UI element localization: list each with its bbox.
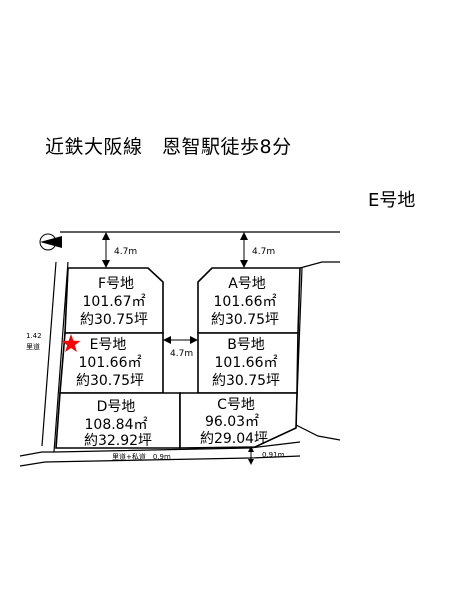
lot-f-boundary — [64, 267, 164, 334]
dimension-arrow-top-left — [102, 232, 110, 268]
lot-d-area: 108.84㎡ — [85, 417, 148, 433]
dimension-arrow-middle — [163, 336, 198, 344]
lot-f-label: F号地 101.67㎡ 約30.75坪 — [80, 276, 148, 328]
lot-c-label: C号地 96.03㎡ 約29.04坪 — [200, 397, 268, 447]
dimension-arrow-top-right — [240, 232, 248, 268]
lot-b-name: B号地 — [227, 337, 265, 353]
right-boundary — [295, 261, 341, 441]
bottom-road-label: 里道+私道 0.9m — [112, 452, 171, 461]
lot-d-label: D号地 108.84㎡ 約32.92坪 — [84, 399, 152, 449]
lot-a-label: A号地 101.66㎡ 約30.75坪 — [211, 276, 279, 328]
dimension-arrow-bottom-right — [248, 446, 254, 465]
side-road-name-label: 里道 — [26, 342, 40, 351]
lot-e-label: E号地 101.66㎡ 約30.75坪 — [76, 337, 144, 389]
side-road — [41, 261, 69, 453]
lot-a-tsubo: 約30.75坪 — [211, 312, 279, 328]
lot-d-name: D号地 — [97, 399, 136, 415]
bottom-road — [19, 441, 301, 467]
lot-label: E号地 — [368, 190, 416, 211]
lot-c-area: 96.03㎡ — [205, 414, 259, 430]
star-marker-icon — [61, 334, 81, 352]
lot-b-area: 101.66㎡ — [215, 355, 278, 371]
lot-b-tsubo: 約30.75坪 — [212, 373, 280, 389]
dimension-label-bottom-right: 0.91m — [262, 451, 285, 459]
lot-f-tsubo: 約30.75坪 — [80, 312, 148, 328]
dimension-label-top-left: 4.7m — [114, 247, 137, 257]
dimension-label-middle: 4.7m — [170, 349, 193, 359]
lot-f-name: F号地 — [98, 276, 134, 292]
lot-f-area: 101.67㎡ — [83, 294, 146, 310]
dimension-label-top-right: 4.7m — [252, 247, 275, 257]
lot-a-area: 101.66㎡ — [214, 294, 277, 310]
side-road-width-label: 1.42 — [26, 332, 42, 340]
compass-icon — [39, 233, 62, 251]
lot-c-name: C号地 — [217, 397, 255, 413]
lot-e-tsubo: 約30.75坪 — [76, 373, 144, 389]
page-title: 近鉄大阪線 恩智駅徒歩8分 — [45, 136, 292, 158]
lot-a-name: A号地 — [228, 276, 266, 292]
lot-e-name: E号地 — [90, 337, 127, 353]
lot-c-boundary — [179, 392, 298, 449]
lot-b-label: B号地 101.66㎡ 約30.75坪 — [212, 337, 280, 389]
lot-c-tsubo: 約29.04坪 — [200, 431, 268, 447]
lot-d-tsubo: 約32.92坪 — [84, 433, 152, 449]
lot-e-area: 101.66㎡ — [79, 355, 142, 371]
